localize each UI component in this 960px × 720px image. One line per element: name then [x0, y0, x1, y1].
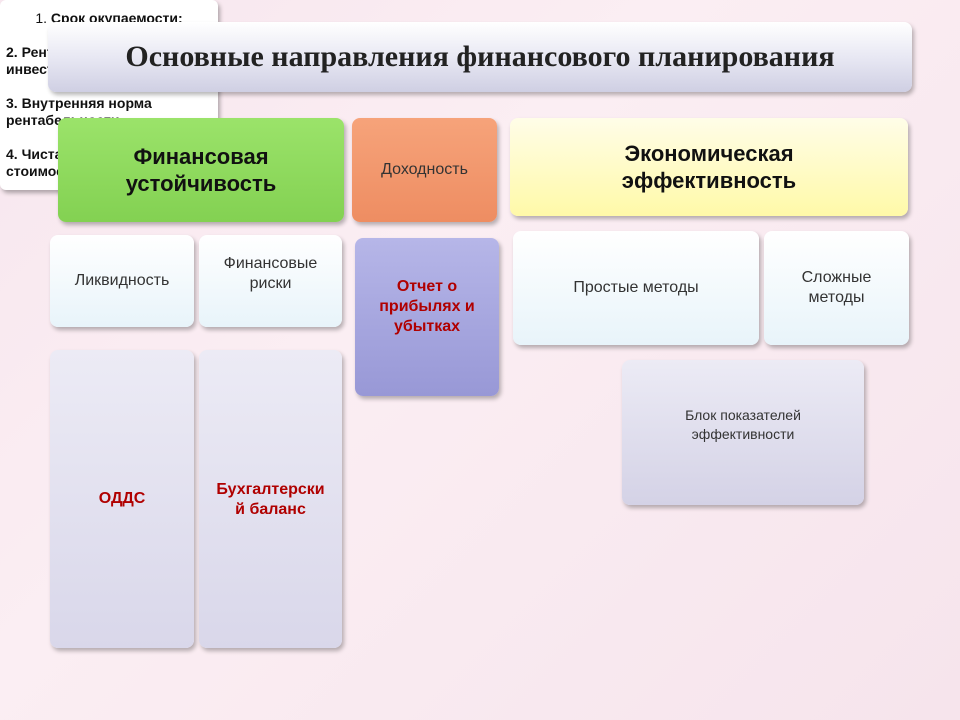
indicator-block-label: Блок показателей эффективности: [685, 406, 801, 442]
financial-risks-box: Финансовые риски: [199, 235, 342, 327]
list-item-number: 4.: [6, 145, 18, 162]
simple-methods-box: Простые методы: [513, 231, 759, 345]
page-title-text: Основные направления финансового планиро…: [125, 40, 835, 73]
oddc-label: ОДДС: [98, 490, 146, 507]
profitability-label: Доходность: [381, 161, 468, 178]
liquidity-box: Ликвидность: [50, 235, 194, 327]
complex-methods-label: Сложные методы: [801, 269, 872, 306]
list-item-number: 2.: [6, 44, 18, 61]
financial-stability-label: Финансовая устойчивость: [125, 144, 277, 196]
complex-methods-box: Сложные методы: [764, 231, 909, 345]
list-item-number: 1.: [35, 10, 48, 27]
profit-report-box: Отчет о прибылях и убытках: [355, 238, 499, 396]
oddc-box: ОДДС: [50, 350, 194, 648]
economic-efficiency-box: Экономическая эффективность: [510, 118, 908, 216]
balance-label: Бухгалтерский баланс: [216, 481, 325, 518]
financial-risks-label: Финансовые риски: [223, 255, 318, 292]
page-title: Основные направления финансового планиро…: [48, 22, 912, 92]
indicator-block-box: Блок показателей эффективности: [622, 360, 864, 505]
simple-methods-label: Простые методы: [573, 279, 699, 296]
liquidity-label: Ликвидность: [74, 272, 170, 289]
balance-box: Бухгалтерский баланс: [199, 350, 342, 648]
profit-report-label: Отчет о прибылях и убытках: [379, 278, 475, 335]
profitability-box: Доходность: [352, 118, 497, 222]
economic-efficiency-label: Экономическая эффективность: [621, 141, 797, 193]
list-item-number: 3.: [6, 94, 18, 111]
financial-stability-box: Финансовая устойчивость: [58, 118, 344, 222]
